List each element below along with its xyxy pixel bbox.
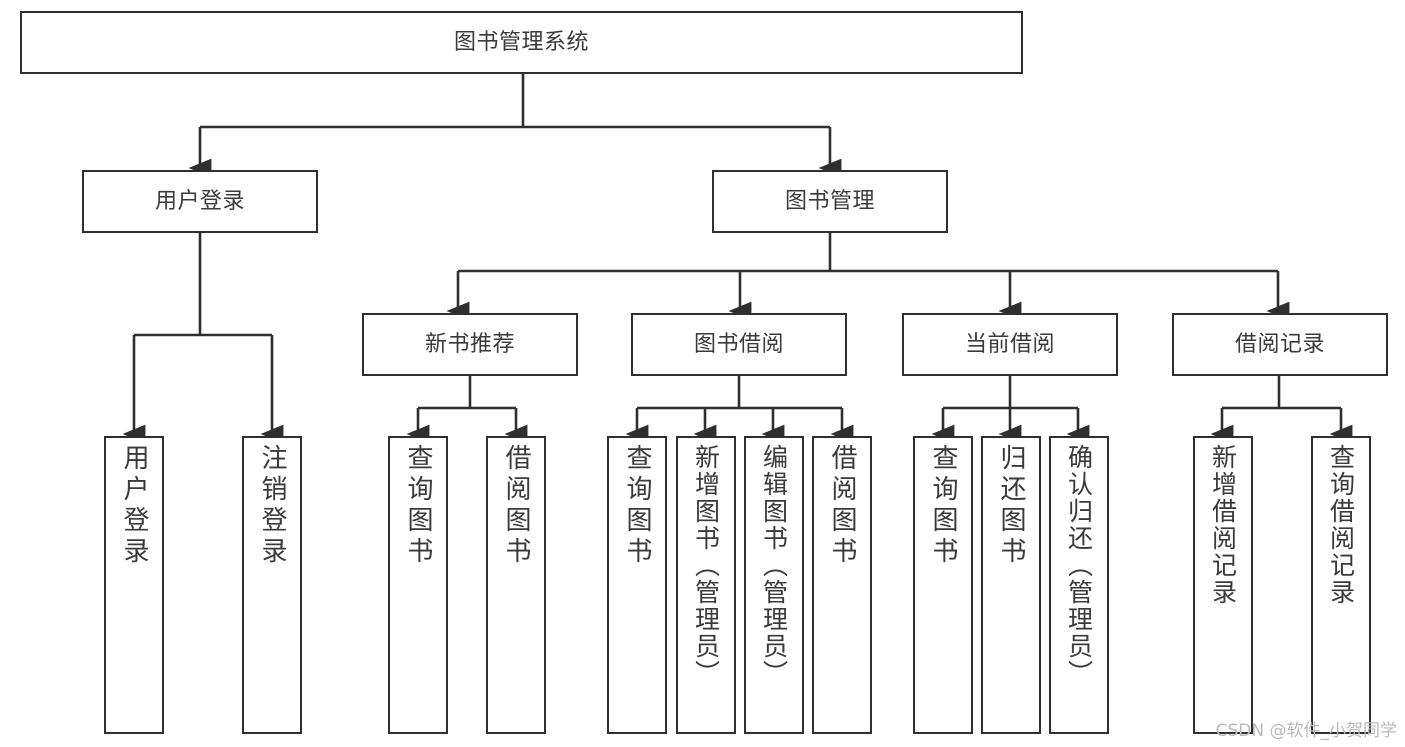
node-label: 用户登录 [154, 188, 245, 214]
node-label: 编辑图书（管理员） [759, 444, 789, 687]
node-label: 新书推荐 [424, 331, 515, 357]
node-leaf-borrow-book[interactable]: 借阅图书 [812, 436, 872, 734]
node-borrow-record[interactable]: 借阅记录 [1172, 313, 1388, 376]
node-label: 图书借阅 [693, 331, 784, 357]
csdn-watermark: CSDN @软件_小贺同学 [1215, 721, 1397, 741]
node-label: 查询图书 [622, 444, 652, 568]
node-label: 确认归还（管理员） [1064, 444, 1094, 687]
node-label: 当前借阅 [964, 331, 1055, 357]
node-book-borrow[interactable]: 图书借阅 [631, 313, 847, 376]
node-leaf-add-borrow-record[interactable]: 新增借阅记录 [1193, 436, 1253, 734]
node-user-login[interactable]: 用户登录 [82, 170, 318, 233]
node-label: 新增图书（管理员） [691, 444, 721, 687]
node-leaf-logout-login[interactable]: 注销登录 [242, 436, 302, 734]
node-label: 借阅图书 [827, 444, 857, 568]
node-leaf-query-book-current[interactable]: 查询图书 [913, 436, 973, 734]
node-new-book-recommend[interactable]: 新书推荐 [362, 313, 578, 376]
node-label: 归还图书 [996, 444, 1026, 568]
node-label: 借阅记录 [1234, 331, 1325, 357]
node-leaf-borrow-book-recommend[interactable]: 借阅图书 [486, 436, 546, 734]
node-label: 注销登录 [257, 444, 287, 568]
node-leaf-add-book[interactable]: 新增图书（管理员） [676, 436, 736, 734]
node-book-management-system[interactable]: 图书管理系统 [20, 11, 1023, 74]
node-leaf-query-book-recommend[interactable]: 查询图书 [388, 436, 448, 734]
node-label: 图书管理系统 [453, 29, 589, 55]
node-label: 查询图书 [403, 444, 433, 568]
node-label: 图书管理 [784, 188, 875, 214]
node-leaf-query-borrow-record[interactable]: 查询借阅记录 [1311, 436, 1371, 734]
node-label: 查询图书 [928, 444, 958, 568]
node-label: 借阅图书 [501, 444, 531, 568]
node-label: 新增借阅记录 [1208, 444, 1238, 606]
node-leaf-confirm-return[interactable]: 确认归还（管理员） [1049, 436, 1109, 734]
node-book-management[interactable]: 图书管理 [712, 170, 948, 233]
node-leaf-query-book-borrow[interactable]: 查询图书 [607, 436, 667, 734]
node-label: 用户登录 [119, 444, 149, 568]
node-current-borrow[interactable]: 当前借阅 [902, 313, 1118, 376]
node-label: 查询借阅记录 [1326, 444, 1356, 606]
node-leaf-return-book[interactable]: 归还图书 [981, 436, 1041, 734]
node-leaf-user-login[interactable]: 用户登录 [104, 436, 164, 734]
node-leaf-edit-book[interactable]: 编辑图书（管理员） [744, 436, 804, 734]
